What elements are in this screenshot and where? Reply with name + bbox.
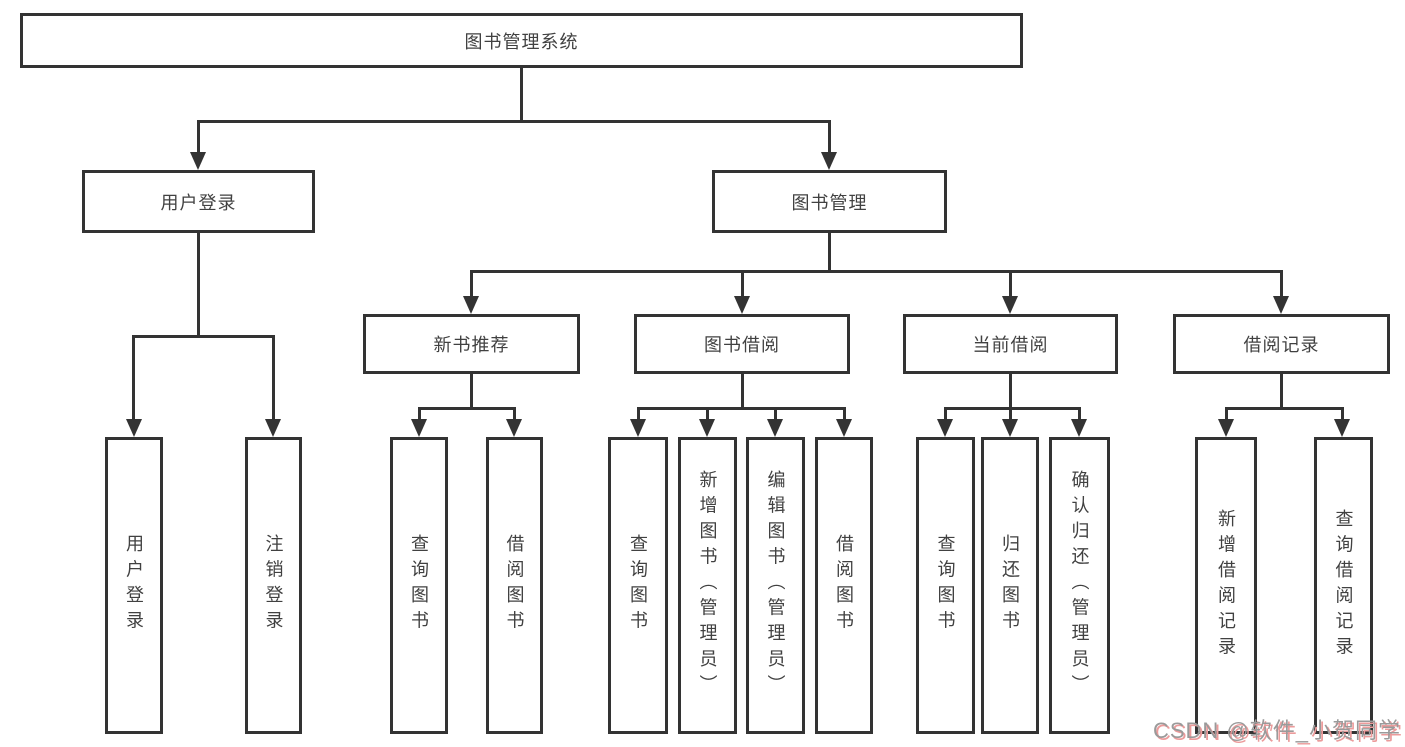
node-book-borrowing: 图书借阅	[634, 314, 850, 374]
connector-drop	[637, 407, 640, 421]
leaf-label: 注销登录	[263, 534, 284, 637]
arrow-down-icon	[1071, 419, 1087, 437]
leaf-label: 确认归还（管理员）	[1069, 470, 1090, 701]
leaf-user-login: 用户登录	[105, 437, 163, 734]
leaf-edit-books-admin: 编辑图书（管理员）	[746, 437, 805, 734]
connector-drop-user-login	[197, 120, 200, 154]
leaf-borrow-books: 借阅图书	[486, 437, 543, 734]
connector-drop	[706, 407, 709, 421]
node-library-management-system: 图书管理系统	[20, 13, 1023, 68]
leaf-label: 借阅图书	[504, 534, 525, 637]
connector-root-split	[197, 120, 831, 123]
leaf-logout: 注销登录	[245, 437, 302, 734]
leaf-return-books: 归还图书	[981, 437, 1039, 734]
csdn-watermark: CSDN @软件_小贺同学	[1152, 718, 1401, 743]
leaf-confirm-return-admin: 确认归还（管理员）	[1049, 437, 1110, 734]
leaf-add-books-admin: 新增图书（管理员）	[678, 437, 737, 734]
connector-drop	[1225, 407, 1228, 421]
arrow-down-icon	[126, 419, 142, 437]
node-label: 图书管理系统	[464, 31, 579, 52]
connector-group-stem	[741, 373, 744, 410]
arrow-down-icon	[463, 296, 479, 314]
connector-drop	[774, 407, 777, 421]
leaf-label: 查询借阅记录	[1333, 508, 1354, 663]
connector-group-split	[944, 407, 1080, 410]
arrow-down-icon	[836, 419, 852, 437]
connector-drop	[843, 407, 846, 421]
connector-book-management-stem	[828, 233, 831, 273]
leaf-label: 用户登录	[124, 534, 144, 637]
connector-drop	[272, 335, 275, 421]
arrow-down-icon	[937, 419, 953, 437]
leaf-label: 新增图书（管理员）	[697, 470, 718, 701]
connector-drop	[513, 407, 516, 421]
arrow-down-icon	[1218, 419, 1234, 437]
connector-user-login-split	[132, 335, 275, 338]
leaf-label: 编辑图书（管理员）	[765, 470, 786, 701]
arrow-down-icon	[734, 296, 750, 314]
leaf-label: 新增借阅记录	[1216, 508, 1236, 663]
connector-drop	[741, 270, 744, 298]
connector-group-split	[1225, 407, 1343, 410]
node-label: 借阅记录	[1243, 335, 1320, 355]
node-label: 用户登录	[160, 192, 237, 213]
connector-user-login-stem	[197, 233, 200, 338]
leaf-label: 查询图书	[409, 534, 429, 637]
connector-group-stem	[1009, 373, 1012, 410]
leaf-query-books: 查询图书	[390, 437, 448, 734]
arrow-down-icon	[265, 419, 281, 437]
leaf-query-books: 查询图书	[916, 437, 975, 734]
arrow-down-icon	[1334, 419, 1350, 437]
leaf-add-borrow-record: 新增借阅记录	[1195, 437, 1257, 734]
arrow-down-icon	[1002, 296, 1018, 314]
connector-root-stem	[520, 68, 523, 123]
leaf-query-borrow-records: 查询借阅记录	[1314, 437, 1373, 734]
node-current-borrowing: 当前借阅	[903, 314, 1118, 374]
node-borrowing-records: 借阅记录	[1173, 314, 1390, 374]
node-label: 当前借阅	[972, 335, 1049, 355]
connector-group-stem	[470, 373, 473, 410]
connector-drop	[470, 270, 473, 298]
node-label: 图书管理	[791, 192, 868, 213]
connector-drop	[1280, 270, 1283, 298]
connector-drop-book-management	[828, 120, 831, 154]
arrow-down-icon	[190, 152, 206, 170]
node-new-book-recommendation: 新书推荐	[363, 314, 580, 374]
connector-drop	[132, 335, 135, 421]
leaf-borrow-books: 借阅图书	[815, 437, 873, 734]
connector-drop	[1078, 407, 1081, 421]
arrow-down-icon	[411, 419, 427, 437]
connector-drop	[1009, 270, 1012, 298]
connector-group-split	[637, 407, 845, 410]
connector-group-split	[418, 407, 516, 410]
connector-drop	[418, 407, 421, 421]
arrow-down-icon	[630, 419, 646, 437]
arrow-down-icon	[767, 419, 783, 437]
leaf-label: 查询图书	[935, 534, 956, 637]
node-user-login: 用户登录	[82, 170, 315, 233]
connector-drop	[944, 407, 947, 421]
connector-group-stem	[1280, 373, 1283, 410]
arrow-down-icon	[1273, 296, 1289, 314]
arrow-down-icon	[506, 419, 522, 437]
arrow-down-icon	[699, 419, 715, 437]
node-label: 新书推荐	[433, 335, 510, 355]
leaf-label: 查询图书	[628, 534, 648, 637]
arrow-down-icon	[1002, 419, 1018, 437]
arrow-down-icon	[821, 152, 837, 170]
leaf-label: 借阅图书	[834, 534, 854, 637]
connector-book-management-split	[470, 270, 1283, 273]
node-label: 图书借阅	[704, 335, 780, 355]
node-book-management: 图书管理	[712, 170, 947, 233]
connector-drop	[1341, 407, 1344, 421]
connector-drop	[1009, 407, 1012, 421]
leaf-query-books: 查询图书	[608, 437, 668, 734]
leaf-label: 归还图书	[1000, 534, 1020, 637]
